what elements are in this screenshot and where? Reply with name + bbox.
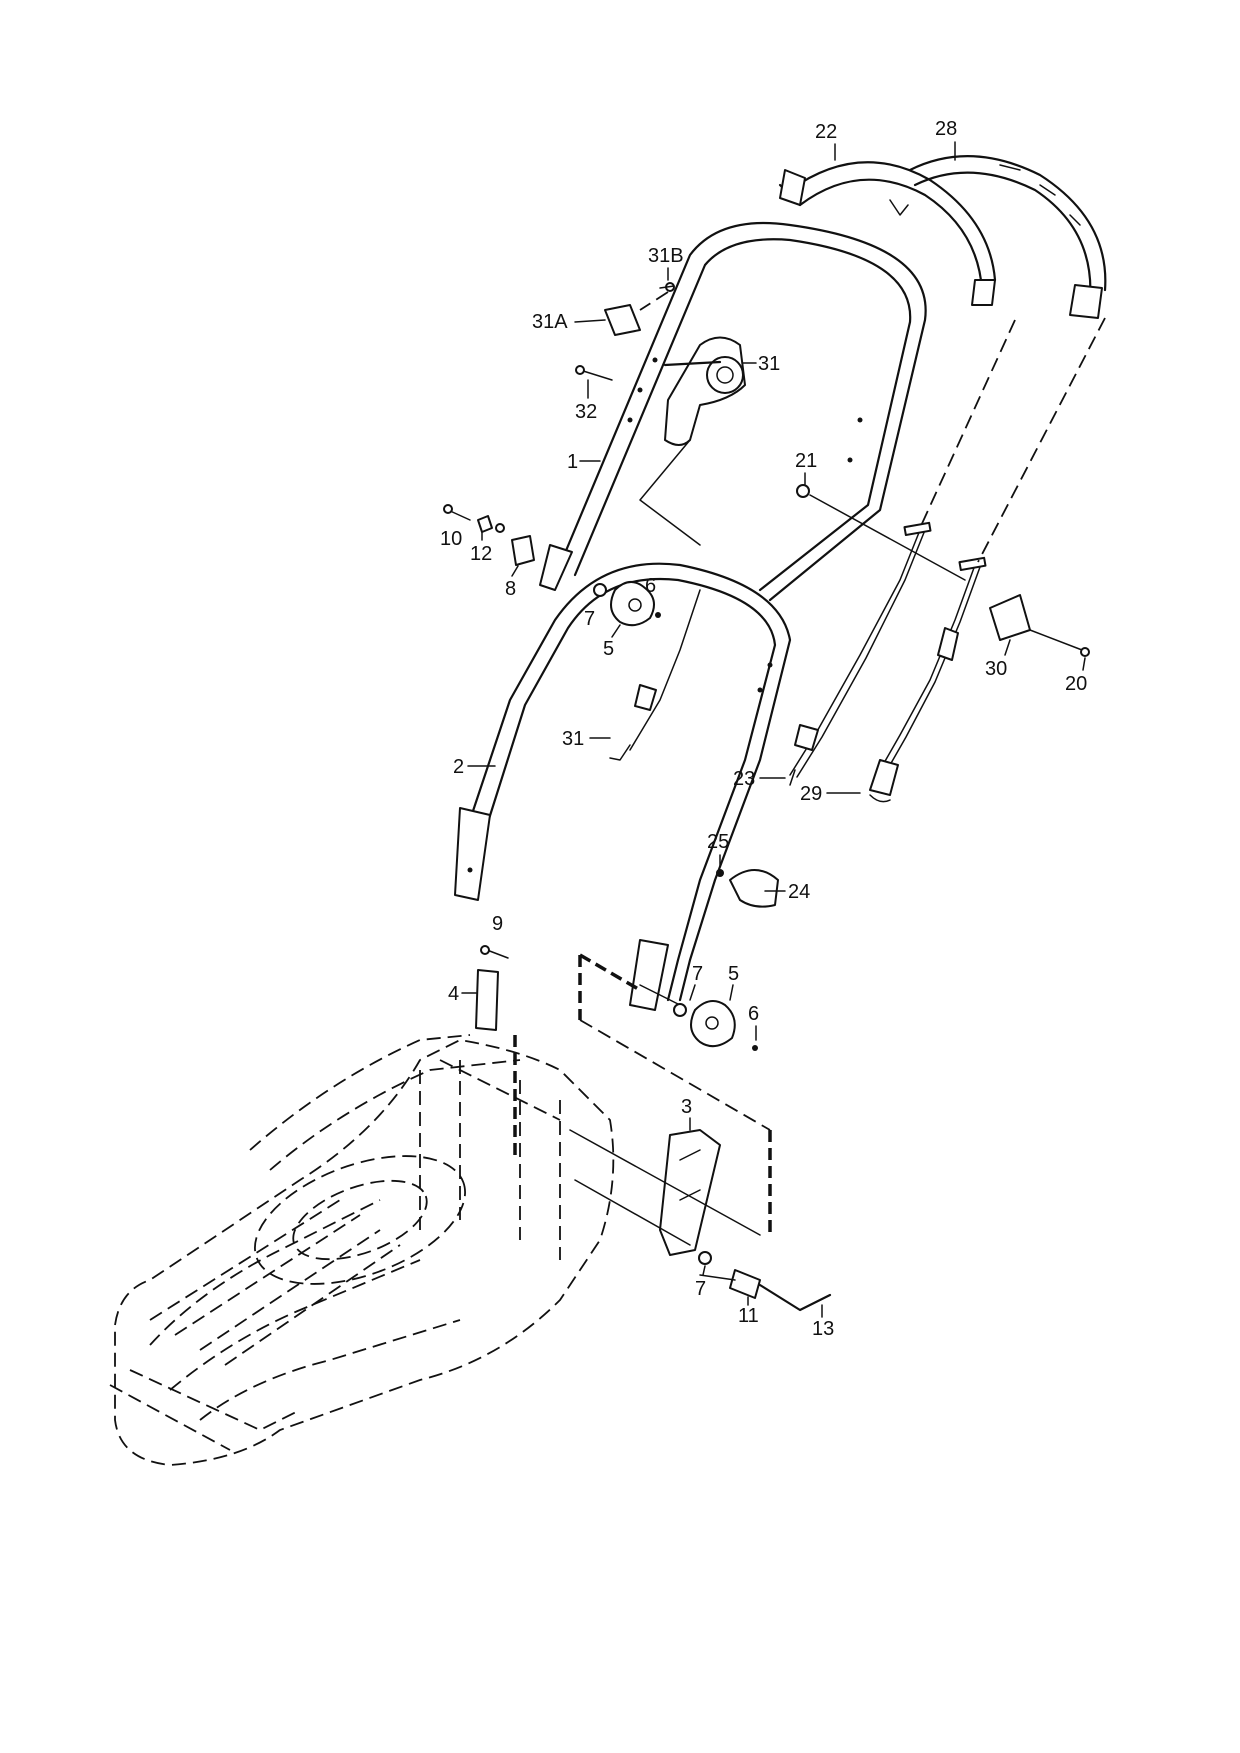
screw-part-10 <box>443 504 471 521</box>
washer-part-7-lower <box>698 1251 712 1265</box>
bail-bar-part-22 <box>778 161 997 306</box>
label-3: 3 <box>681 1096 692 1118</box>
label-5-upper: 5 <box>603 638 614 660</box>
label-9: 9 <box>492 913 503 935</box>
bracket-part-31A <box>604 304 641 336</box>
label-7-upper: 7 <box>584 608 595 630</box>
screw-part-9 <box>480 945 509 959</box>
label-31-mid: 31 <box>562 728 584 750</box>
lower-handle-part-2 <box>454 562 792 1011</box>
label-1: 1 <box>567 451 578 473</box>
label-11: 11 <box>738 1305 759 1327</box>
label-32: 32 <box>575 401 597 423</box>
label-31A: 31A <box>532 311 568 333</box>
bolt-part-11 <box>699 1269 761 1299</box>
washer-part-12 <box>477 515 505 533</box>
cable-part-31-lower <box>609 589 701 761</box>
pin-part-13 <box>758 1283 832 1312</box>
cable-part-23 <box>789 521 932 786</box>
guide-line-rect <box>579 1019 771 1131</box>
label-2: 2 <box>453 756 464 778</box>
mower-deck-outline <box>109 1034 615 1466</box>
label-10: 10 <box>440 528 462 550</box>
screw-part-20 <box>1029 629 1090 657</box>
label-13: 13 <box>812 1318 834 1340</box>
bracket-part-3 <box>569 1129 761 1256</box>
label-24: 24 <box>788 881 810 903</box>
knob-assembly-lower <box>639 984 758 1051</box>
label-30: 30 <box>985 658 1007 680</box>
label-4: 4 <box>448 983 459 1005</box>
engine-control-part-31 <box>639 336 746 546</box>
label-25: 25 <box>707 831 729 853</box>
label-7-bottom: 7 <box>695 1278 706 1300</box>
label-28: 28 <box>935 118 957 140</box>
nut-part-21 <box>796 484 966 581</box>
label-29: 29 <box>800 783 822 805</box>
upper-handle-part-1 <box>539 221 927 602</box>
clip-part-24 <box>729 869 779 908</box>
plate-part-8 <box>511 535 535 566</box>
label-31B: 31B <box>648 245 684 267</box>
callout-labels: 22 28 31B 31A 31 32 1 21 10 12 8 7 6 5 3… <box>440 118 1087 1340</box>
bracket-part-4 <box>475 969 517 1160</box>
screw-part-25 <box>716 869 724 877</box>
label-23: 23 <box>733 768 755 790</box>
screw-part-31B <box>639 282 675 311</box>
label-12: 12 <box>470 543 492 565</box>
label-5-lower: 5 <box>728 963 739 985</box>
label-20: 20 <box>1065 673 1087 695</box>
label-22: 22 <box>815 121 837 143</box>
cable-part-29 <box>869 556 987 803</box>
grip-bar-part-28 <box>908 155 1107 319</box>
guide-line-22 <box>919 319 1016 529</box>
guide-dash-bracket <box>578 953 641 1020</box>
knob-assembly-upper <box>593 581 661 627</box>
screw-part-32 <box>575 365 613 381</box>
label-6-lower: 6 <box>748 1003 759 1025</box>
label-7-lower: 7 <box>692 963 703 985</box>
label-21: 21 <box>795 450 817 472</box>
label-6-upper: 6 <box>645 575 656 597</box>
label-8: 8 <box>505 578 516 600</box>
label-31-top: 31 <box>758 353 780 375</box>
guide-line-28 <box>977 317 1106 563</box>
block-part-30 <box>989 594 1031 641</box>
